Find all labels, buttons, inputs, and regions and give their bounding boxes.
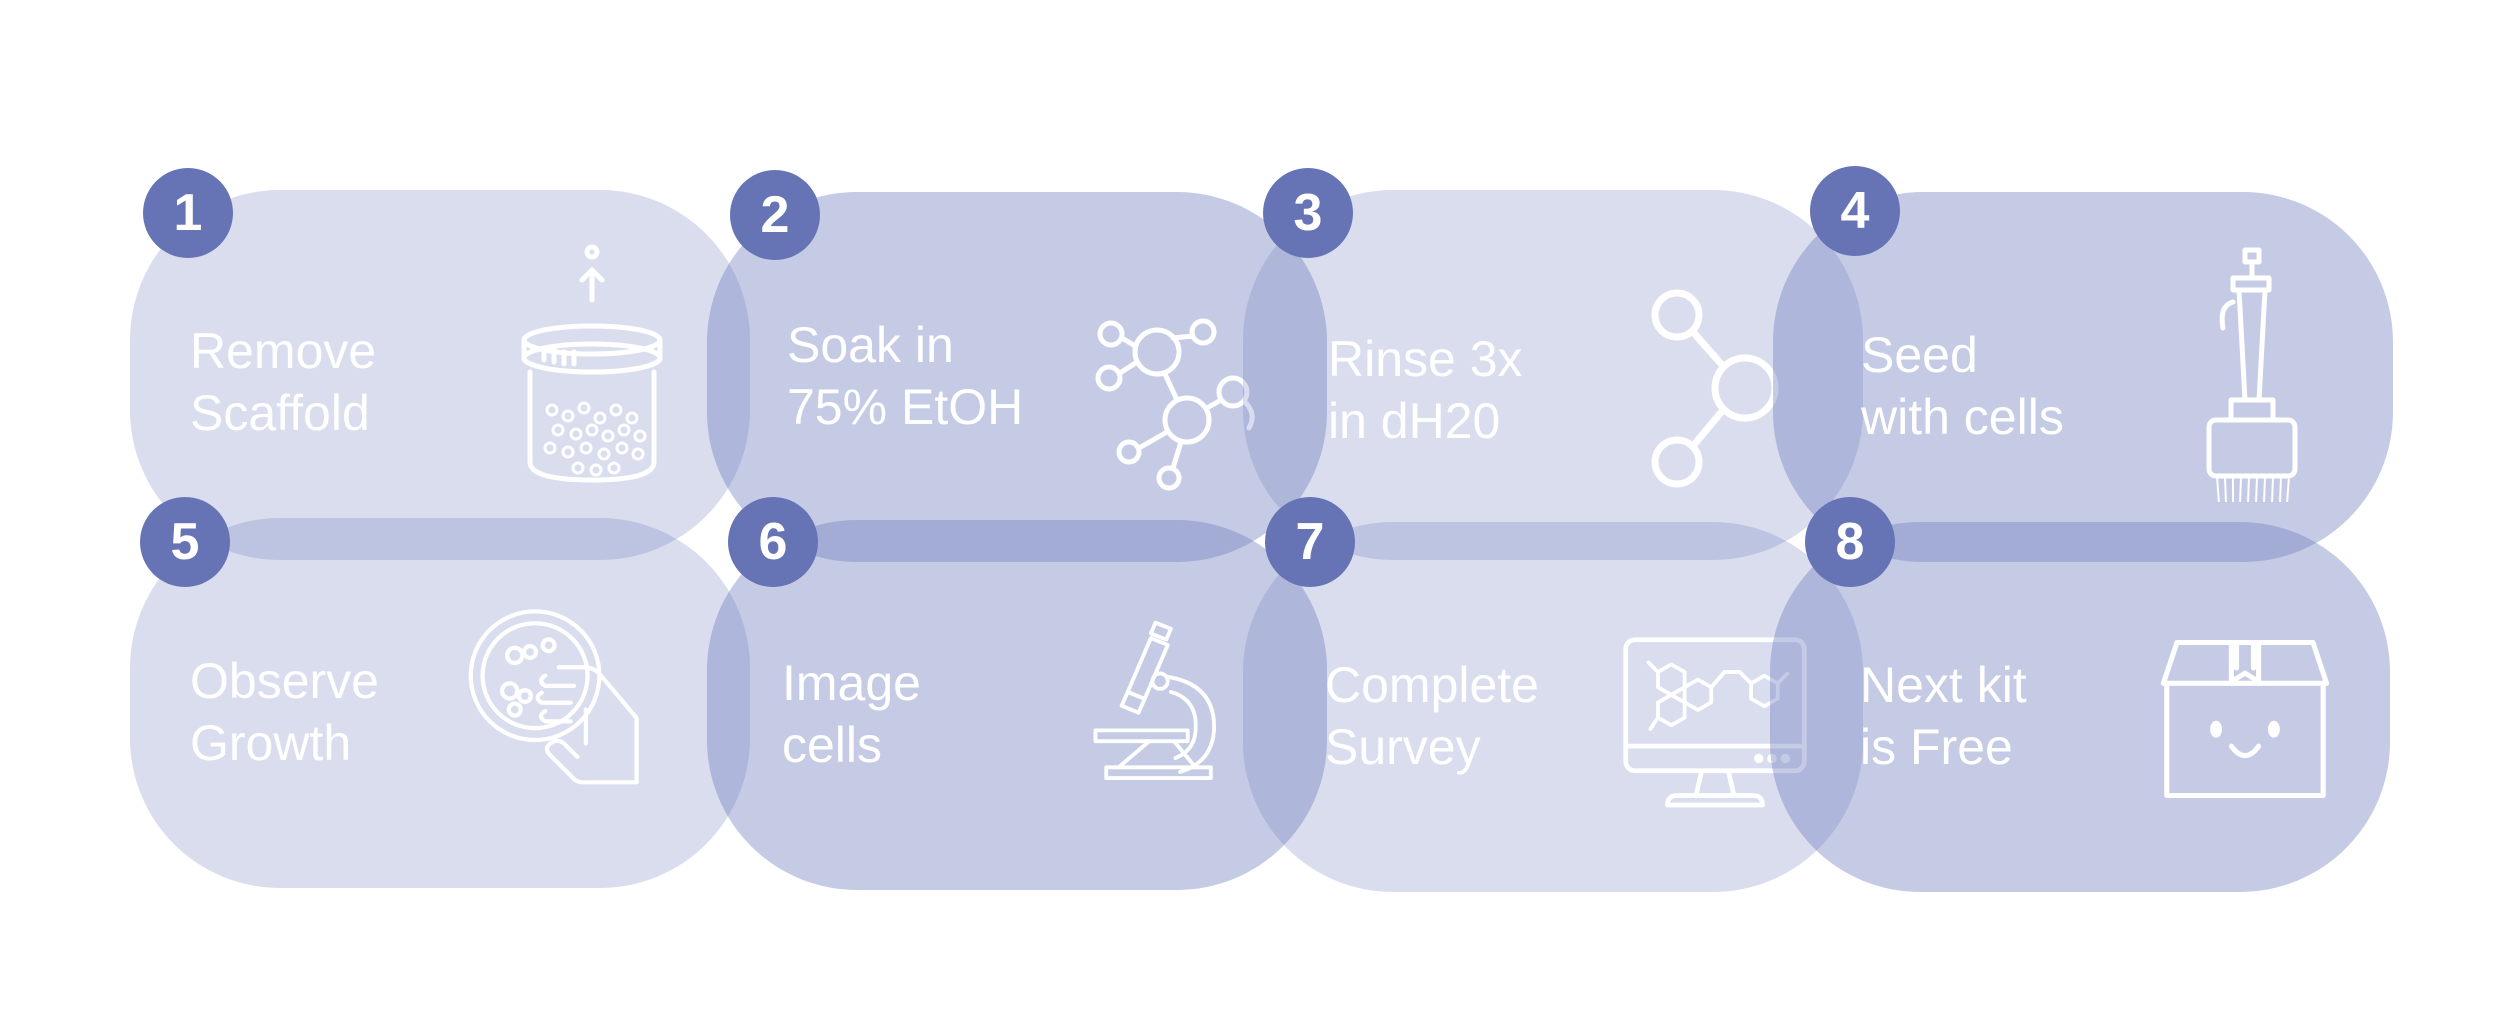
petri-dish-magnifier-icon [468,609,639,785]
step-badge-7: 7 [1265,497,1355,587]
multichannel-pipette-icon [2206,247,2298,502]
step-badge-8: 8 [1805,497,1895,587]
scaffold-jar-icon [521,244,663,483]
step-card-3: Rinse 3x in dH20 [1243,190,1863,560]
step-badge-2: 2 [730,170,820,260]
step-badge-6: 6 [728,497,818,587]
step-card-4: Seed with cells [1773,192,2393,562]
step-badge-5: 5 [140,497,230,587]
step-label-3: Rinse 3x in dH20 [1328,331,1523,449]
step-label-2: Soak in 75% EtOH [787,317,1024,435]
step-card-7: Complete Survey [1243,522,1863,892]
step-card-8: Next kit is Free [1770,522,2390,892]
step-label-8: Next kit is Free [1860,657,2027,775]
step-card-6: Image cells [707,520,1327,890]
smiling-box-icon [2160,639,2330,799]
microscope-icon [1093,620,1216,780]
step-card-1: Remove Scaffold [130,190,750,560]
step-badge-3: 3 [1263,168,1353,258]
step-label-6: Image cells [782,655,921,773]
step-card-5: Observe Growth [130,518,750,888]
step-label-7: Complete Survey [1325,657,1539,775]
step-label-5: Observe Growth [190,653,379,771]
step-label-4: Seed with cells [1861,327,2064,445]
step-badge-4: 4 [1810,166,1900,256]
step-badge-1: 1 [143,168,233,258]
step-label-1: Remove Scaffold [190,323,377,441]
monitor-chemistry-icon [1623,637,1807,808]
step-card-2: Soak in 75% EtOH [707,192,1327,562]
molecule-cluster-icon [1095,318,1255,491]
molecule-chain-icon [1651,289,1779,488]
